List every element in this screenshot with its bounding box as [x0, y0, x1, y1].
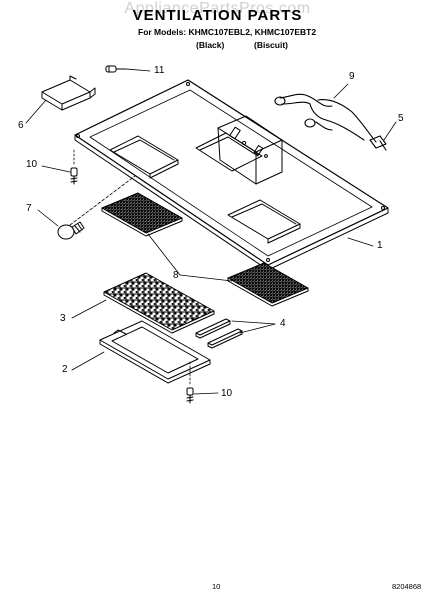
part-6-bracket: [41, 75, 96, 111]
callout-9: 9: [349, 71, 355, 82]
callout-8: 8: [173, 270, 179, 281]
part-8-filter-left: [101, 192, 183, 237]
document-number: 8204868: [392, 582, 422, 591]
callout-5: 5: [398, 113, 404, 124]
callout-6: 6: [18, 120, 24, 131]
part-8-filter-right: [227, 262, 309, 307]
part-11-screw: [105, 65, 127, 73]
part-10-screw-lower: [186, 387, 194, 404]
page-number: 10: [212, 582, 221, 591]
callout-10-upper: 10: [26, 159, 38, 170]
callout-10-lower: 10: [221, 388, 233, 399]
part-3-charcoal-panel: [103, 272, 215, 334]
variant-black: (Black): [196, 40, 225, 50]
part-2-filter-frame: [99, 320, 211, 384]
callout-3: 3: [60, 313, 66, 324]
callout-1: 1: [377, 240, 383, 251]
part-9-wiring-harness: [274, 93, 387, 151]
page-title: VENTILATION PARTS: [132, 7, 303, 24]
models-line: For Models: KHMC107EBL2, KHMC107EBT2: [138, 27, 317, 37]
part-7-bulb: [57, 221, 85, 240]
leader-lines: [25, 68, 397, 395]
callout-7: 7: [26, 203, 32, 214]
watermark: AppliancePartsPros.com: [124, 0, 311, 17]
part-1-vent-grille-panel: [74, 79, 389, 271]
lamp-bracket: [217, 115, 283, 185]
callout-11: 11: [154, 65, 165, 76]
part-4-strips: [195, 318, 243, 349]
callout-4: 4: [280, 318, 286, 329]
callout-2: 2: [62, 364, 68, 375]
variant-biscuit: (Biscuit): [254, 40, 288, 50]
part-10-screw-upper: [70, 167, 78, 185]
